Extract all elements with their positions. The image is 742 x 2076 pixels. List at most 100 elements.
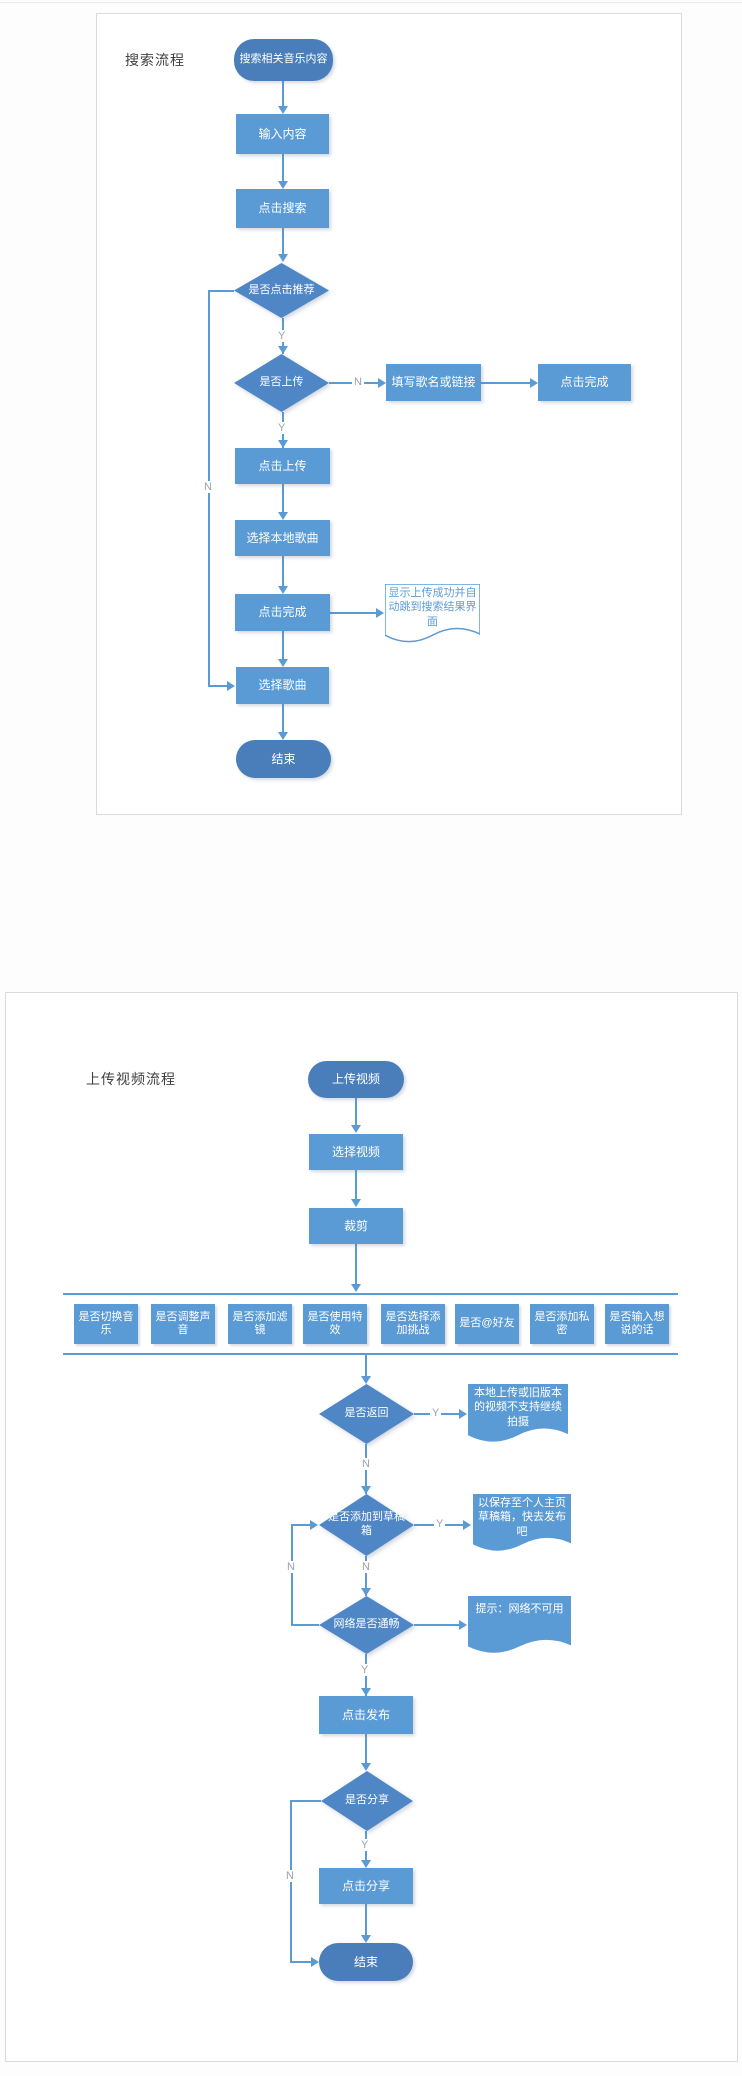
document-text: 以保存至个人主页草稿箱，快去发布吧 [478, 1497, 566, 1538]
connector-segment [365, 1556, 367, 1596]
node-label: 裁剪 [343, 1218, 368, 1233]
node-start-upload-video: 上传视频 [308, 1061, 404, 1098]
node-label: 是否上传 [259, 376, 304, 389]
branch-label-no: N [360, 1458, 372, 1471]
search-flowchart-panel: 搜索流程 搜索相关音乐内容 输入内容 点击搜索 是否点击推荐 Y 是否上传 N … [96, 13, 682, 815]
node-click-search: 点击搜索 [236, 189, 329, 228]
connector-segment [208, 685, 228, 687]
document-shape [468, 1384, 568, 1442]
arrowhead-down [278, 346, 288, 354]
node-label: 填写歌名或链接 [391, 375, 476, 389]
arrowhead-down [361, 1486, 371, 1494]
branch-label-yes: Y [276, 422, 288, 435]
connector-segment [282, 81, 284, 107]
node-input-content: 输入内容 [236, 114, 329, 154]
node-label: 输入内容 [258, 126, 307, 141]
arrowhead-down [278, 732, 288, 740]
arrowhead-down [278, 440, 288, 448]
node-click-finish: 点击完成 [235, 594, 330, 631]
branch-label-no: N [202, 481, 214, 494]
node-label: 是否点击推荐 [248, 283, 315, 296]
document-no-continue-shoot: 本地上传或旧版本的视频不支持继续拍摄 [468, 1384, 568, 1448]
node-click-publish: 点击发布 [319, 1696, 413, 1734]
arrowhead-down [361, 1763, 371, 1771]
chart2-title: 上传视频流程 [86, 1071, 176, 1087]
document-text: 显示上传成功并自动跳到搜索结果界面 [388, 587, 477, 628]
node-start-search: 搜索相关音乐内容 [234, 39, 333, 81]
connector-segment [355, 1244, 357, 1286]
document-shape [473, 1494, 571, 1551]
node-select-song: 选择歌曲 [236, 667, 329, 704]
node-click-finish-right: 点击完成 [538, 364, 631, 401]
branch-label-yes: Y [434, 1518, 446, 1531]
node-label: 是否分享 [345, 1794, 389, 1807]
arrowhead-down [361, 1688, 371, 1696]
connector-segment [481, 382, 531, 384]
node-label: 点击分享 [341, 1878, 390, 1893]
node-label: 是否调整声音 [155, 1310, 211, 1336]
node-label: 上传视频 [331, 1072, 380, 1086]
document-saved-to-draft: 以保存至个人主页草稿箱，快去发布吧 [473, 1494, 571, 1557]
branch-label-no: N [360, 1561, 372, 1574]
connector-segment [290, 1800, 321, 1802]
parallel-option: 是否选择添加挑战 [381, 1304, 445, 1344]
document-upload-success-note: 显示上传成功并自动跳到搜索结果界面 [385, 584, 480, 648]
connector-segment [282, 631, 284, 659]
parallel-option: 是否添加滤镜 [228, 1304, 292, 1344]
connector-segment [365, 1355, 367, 1377]
connector-segment [282, 228, 284, 255]
decision-click-recommend: 是否点击推荐 [234, 263, 329, 318]
connector-segment [414, 1624, 460, 1626]
parallel-bar-bottom [63, 1353, 678, 1355]
arrowhead-down [278, 254, 288, 262]
node-label: 点击发布 [341, 1707, 390, 1722]
arrowhead-down [361, 1376, 371, 1384]
arrowhead-down [351, 1199, 361, 1207]
arrowhead-down [351, 1125, 361, 1133]
arrowhead-down [278, 659, 288, 667]
arrowhead-right [463, 1520, 471, 1530]
node-label: 点击完成 [258, 605, 307, 619]
node-label: 是否添加到草稿箱 [327, 1511, 405, 1537]
node-label: 点击上传 [258, 458, 307, 473]
parallel-option: 是否调整声音 [151, 1304, 215, 1344]
arrowhead-down [278, 512, 288, 520]
chart1-title: 搜索流程 [125, 52, 185, 68]
parallel-option: 是否添加私密 [530, 1304, 594, 1344]
node-label: 是否添加滤镜 [232, 1310, 288, 1336]
parallel-option: 是否@好友 [455, 1304, 519, 1344]
branch-label-no: N [352, 376, 364, 389]
node-end-upload: 结束 [319, 1943, 413, 1981]
connector-segment [290, 1961, 312, 1963]
connector-segment [282, 556, 284, 586]
node-label: 结束 [271, 751, 296, 766]
decision-upload: 是否上传 [234, 354, 329, 412]
node-label: 是否输入想说的话 [609, 1310, 665, 1336]
connector-segment [208, 290, 234, 292]
arrowhead-down [361, 1860, 371, 1868]
parallel-option: 是否输入想说的话 [605, 1304, 669, 1344]
branch-label-yes: Y [276, 330, 288, 343]
node-label: 点击完成 [560, 375, 609, 389]
arrowhead-right [378, 378, 386, 388]
node-label: 搜索相关音乐内容 [239, 53, 328, 66]
node-label: 选择视频 [331, 1144, 380, 1159]
connector-segment [282, 154, 284, 182]
connector-segment [282, 704, 284, 732]
node-label: 选择歌曲 [258, 678, 307, 692]
node-select-local-song: 选择本地歌曲 [235, 520, 330, 556]
node-end-search: 结束 [236, 740, 331, 778]
node-label: 结束 [353, 1954, 378, 1969]
arrowhead-right [311, 1957, 319, 1967]
node-label: 是否添加私密 [534, 1310, 590, 1336]
branch-label-yes: Y [359, 1839, 371, 1852]
connector-segment [330, 612, 377, 614]
document-text: 本地上传或旧版本的视频不支持继续拍摄 [474, 1387, 562, 1428]
arrowhead-right [459, 1409, 467, 1419]
node-label: 网络是否通畅 [333, 1618, 400, 1631]
node-click-share: 点击分享 [319, 1868, 413, 1904]
document-shape [385, 584, 480, 648]
decision-network-ok: 网络是否通畅 [319, 1596, 414, 1654]
page-top-divider [0, 2, 742, 3]
node-label: 是否使用特效 [307, 1310, 363, 1336]
